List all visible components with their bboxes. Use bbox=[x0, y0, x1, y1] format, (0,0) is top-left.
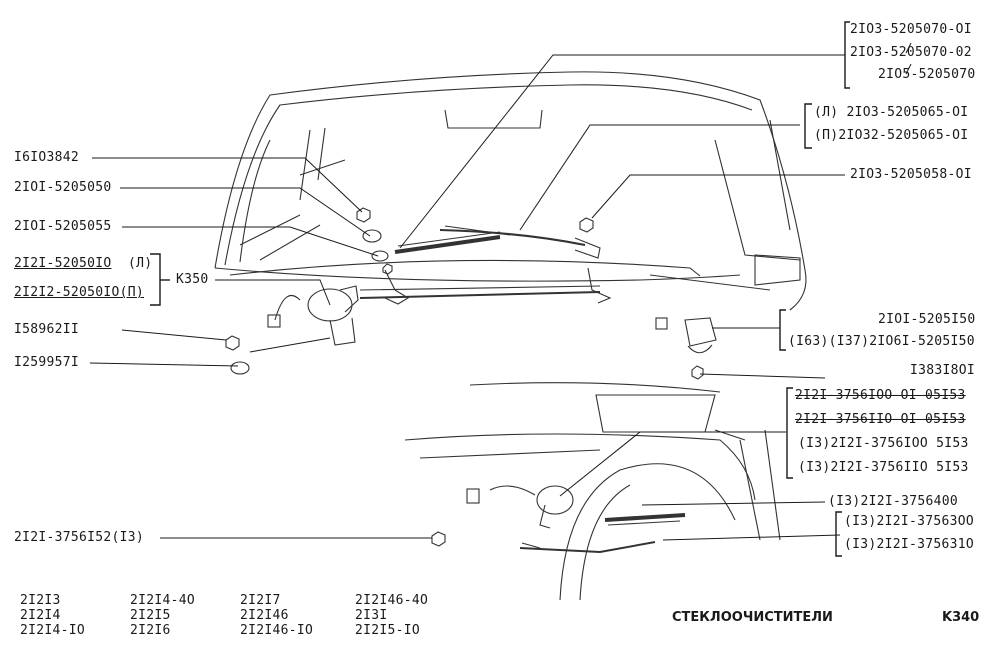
part-label: I6IO3842 bbox=[14, 150, 80, 165]
part-label: 2IO3-5205070-OI bbox=[850, 22, 972, 37]
front-wiper-arm bbox=[439, 225, 601, 259]
part-label: 2IO3-5205070-02 bbox=[850, 45, 972, 60]
part-label-side: (Л) bbox=[128, 256, 153, 271]
section-title: СТЕКЛООЧИСТИТЕЛИ bbox=[672, 610, 833, 625]
wiper-motor bbox=[267, 285, 359, 346]
part-label: 2I2I-3756I52(I3) bbox=[14, 530, 145, 545]
part-label: (П)2IO32-5205065-OI bbox=[814, 128, 969, 143]
part-label: 2IOI-5205050 bbox=[14, 180, 112, 195]
car-body-outline bbox=[214, 71, 807, 311]
model-code: 2I2I46-4O bbox=[355, 593, 429, 608]
part-label: (Л) 2IO3-5205065-OI bbox=[814, 105, 969, 120]
revision-marks bbox=[905, 42, 912, 75]
part-label: 2I2I2-52050IO(П) bbox=[14, 285, 145, 300]
front-wiper-blade bbox=[394, 231, 501, 254]
model-code: 2I3I bbox=[355, 608, 388, 623]
rear-wiper-blade bbox=[604, 513, 686, 526]
rear-body-outline bbox=[404, 382, 781, 601]
model-code: 2I2I6 bbox=[130, 623, 171, 638]
leader-lines bbox=[89, 54, 845, 541]
assembly-code: K350 bbox=[176, 272, 209, 287]
part-label: (I3)2I2I-3756IOO 5I53 bbox=[798, 436, 969, 451]
model-code: 2I2I46 bbox=[240, 608, 289, 623]
model-code: 2I2I4-IO bbox=[20, 623, 86, 638]
model-code: 2I2I5 bbox=[130, 608, 171, 623]
relay-module bbox=[655, 317, 717, 354]
rear-wiper-arm bbox=[519, 541, 656, 554]
page-code: K340 bbox=[942, 610, 980, 625]
part-label: (I3)2I2I-375631O bbox=[844, 537, 975, 552]
model-code: 2I2I5-IO bbox=[355, 623, 421, 638]
part-label: 2IOI-5205055 bbox=[14, 219, 112, 234]
model-code: 2I2I46-IO bbox=[240, 623, 314, 638]
part-label: (I3)2I2I-3756IIO 5I53 bbox=[798, 460, 969, 475]
part-label: I383I8OI bbox=[910, 363, 976, 378]
model-code: 2I2I7 bbox=[240, 593, 281, 608]
part-label: 2I2I-3756IIO-OI 05I53 bbox=[795, 412, 966, 427]
part-label: 2IO5-5205070 bbox=[878, 67, 976, 82]
model-code: 2I2I3 bbox=[20, 593, 61, 608]
part-label: (I63)(I37)2IO6I-5205I50 bbox=[788, 334, 975, 349]
part-label: 2IO3-5205058-OI bbox=[850, 167, 972, 182]
model-code: 2I2I4-4O bbox=[130, 593, 196, 608]
part-label: I259957I bbox=[14, 355, 80, 370]
model-code: 2I2I4 bbox=[20, 608, 61, 623]
part-label: (I3)2I2I-37563OO bbox=[844, 514, 975, 529]
wiper-linkage bbox=[359, 267, 612, 305]
nut-parts bbox=[225, 207, 704, 547]
part-label: 2IOI-5205I50 bbox=[878, 312, 976, 327]
part-label: 2I2I-3756IOO-OI 05I53 bbox=[795, 388, 966, 403]
part-label: (I3)2I2I-3756400 bbox=[828, 494, 959, 509]
label-brackets bbox=[150, 21, 850, 557]
part-label: I58962II bbox=[14, 322, 80, 337]
part-label: 2I2I-52050IO bbox=[14, 256, 112, 271]
rear-wiper-motor bbox=[466, 485, 574, 529]
